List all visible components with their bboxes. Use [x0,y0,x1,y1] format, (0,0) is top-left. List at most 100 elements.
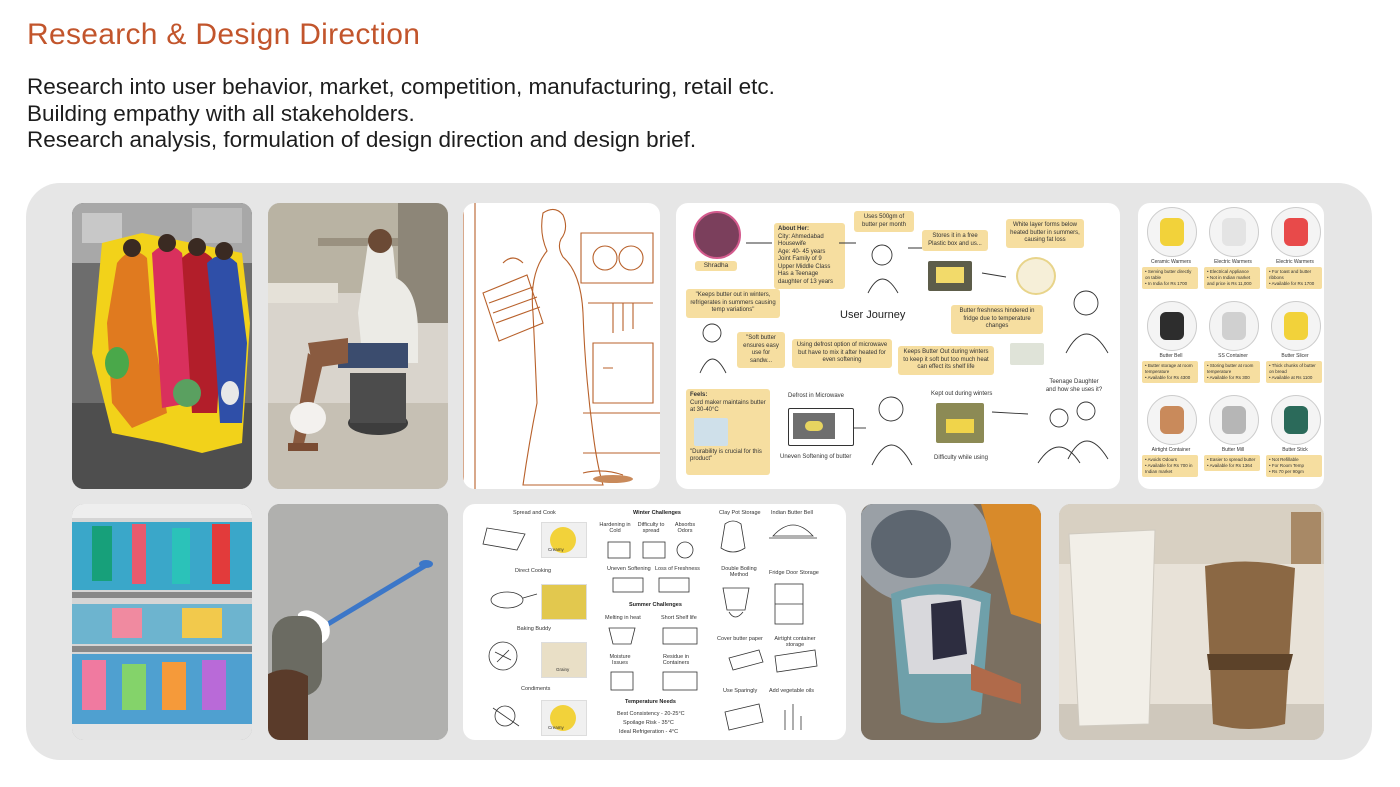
product-image [1209,301,1259,351]
product-note-item: • Storing butter at room temperature [1207,363,1254,374]
note-keeps-out-winter: Keeps Butter Out during winters to keep … [898,346,994,375]
product-note-item: • For Room Temp [1269,463,1305,468]
product-name: Butter Mill [1221,447,1245,453]
about-title: About Her: [778,226,809,232]
product-swatch [1222,312,1246,340]
about-her-note: About Her: City: Ahmedabad Housewife Age… [774,223,845,289]
product-note: • Serving butter directly on table• In I… [1142,267,1198,289]
intro-line: Research analysis, formulation of design… [27,127,697,152]
product-image [1209,395,1259,445]
temp-item: Best Consistency - 20-25°C [617,711,685,717]
photo-baskets-store [1059,504,1324,740]
label-defrost: Defrost in Microwave [788,393,845,399]
product-note: • Storing butter at room temperature• Av… [1204,361,1260,383]
kept-out-photo [936,403,984,443]
about-item: Has a Teenage daughter of 13 years [778,271,834,285]
photo-laundry-basket [861,504,1041,740]
laundry-basket-image [861,504,1041,740]
product-note-item: • Not in Indian market and price is Rs 1… [1207,275,1252,286]
use-tag: Creamy [548,725,564,730]
summer-title: Summer Challenges [629,602,682,608]
winter-item: Loss of Freshness [655,566,700,572]
summer-item: Moisture Issues [609,654,631,666]
storage-item: Airtight container storage [774,636,816,648]
summer-item: Melting in heat [605,615,641,621]
product-note-item: • Serving butter directly on table [1145,269,1192,280]
winter-item: Hardening in Cold [599,522,631,534]
product-image [1147,207,1197,257]
product-name: Ceramic Warmers [1150,259,1192,265]
use-image [541,584,587,620]
product-image [1209,207,1259,257]
summer-item: Residue in Containers [662,654,690,666]
winter-title: Winter Challenges [633,510,681,516]
product-note-item: • Easier to spread butter [1207,457,1256,462]
winter-item: Difficulty to spread [637,522,665,534]
journey-sketches [699,242,1109,466]
product-note-item: • In India for Rs 1700 [1145,281,1188,286]
note-keeps-out: "Keeps butter out in winters, refrigerat… [686,289,780,318]
product-swatch [1160,218,1184,246]
note-white-layer: White layer forms below heated butter in… [1006,219,1084,248]
product-note-item: • Butter storage at room temperature [1145,363,1193,374]
use-image: Creamy [541,522,587,558]
note-soft: "Soft butter ensures easy use for sandw.… [737,332,785,368]
label-difficulty: Difficulty while using [934,455,988,461]
melted-butter-photo [1016,257,1056,295]
product-name: Butter Slicer [1281,353,1309,359]
storage-item: Add vegetable oils [769,688,814,694]
storage-item: Clay Pot Storage [719,510,761,516]
baskets-store-image [1059,504,1324,740]
persona-name: Shradha [695,261,737,271]
products-panel: Ceramic Warmers • Serving butter directly… [1138,203,1324,489]
user-journey-panel: Shradha About Her: City: Ahmedabad House… [676,203,1120,489]
note-stores: Stores it in a free Plastic box and us..… [922,230,988,251]
product-name: Airtight Container [1151,447,1191,453]
storage-item: Double Boiling Method [721,566,757,578]
product-note: • Thick chunks of butter on bread• Avail… [1266,361,1322,383]
use-image: Grainy [541,642,587,678]
intro-line: Building empathy with all stakeholders. [27,100,415,126]
intro-text: Research into user behavior, market, com… [27,74,775,154]
product-swatch [1222,406,1246,434]
winter-item: Uneven Softening [607,566,651,572]
feels-item: Curd maker maintains butter at 30-40°C [690,399,766,414]
photo-store-shelves [72,504,252,740]
market-women-image [72,203,252,489]
note-defrost: Using defrost option of microwave but ha… [792,339,892,368]
photo-bottle-brush [268,504,448,740]
use-image: Creamy [541,700,587,736]
product-name: Butter Stick [1282,447,1308,453]
about-item: Age: 40- 45 years [778,248,826,255]
sketch-woman-kitchen [463,203,660,489]
product-note-item: • Available for Rs 300 [1207,375,1250,380]
product-note: • Easier to spread butter• Available for… [1204,455,1260,471]
store-shelves-image [72,504,252,740]
about-item: Joint Family of 9 [778,256,822,262]
product-swatch [1160,406,1184,434]
product-image [1271,395,1321,445]
product-note-item: • Available for Rs 1700 [1269,281,1315,286]
product-image [1271,301,1321,351]
use-label: Baking Buddy [517,626,551,632]
woman-kitchen-sketch [463,203,660,489]
product-note-item: • Thick chunks of butter on bread [1269,363,1316,374]
use-label: Direct Cooking [515,568,552,574]
label-teen: Teenage Daughter and how she uses it? [1045,379,1103,393]
product-swatch [1284,312,1308,340]
use-tag: Creamy [548,547,564,552]
product-note-item: • For toast and butter ribbons [1269,269,1312,280]
product-swatch [1284,218,1308,246]
storage-item: Use Sparingly [723,688,758,694]
boy-on-bucket-image [268,203,448,489]
feels-item: "Durability is crucial for this product" [690,448,762,463]
storage-item: Indian Butter Bell [771,510,813,516]
use-label: Spread and Cook [513,510,556,516]
persona-avatar [693,211,741,259]
about-item: Housewife [778,241,807,247]
fridge-photo [1010,343,1044,365]
temp-item: Ideal Refrigeration - 4°C [619,729,679,735]
product-note-item: • Available for Rs 700 in Indian market [1145,463,1193,474]
product-image [1147,395,1197,445]
product-note-item: • Available at Rs 1100 [1269,375,1313,380]
